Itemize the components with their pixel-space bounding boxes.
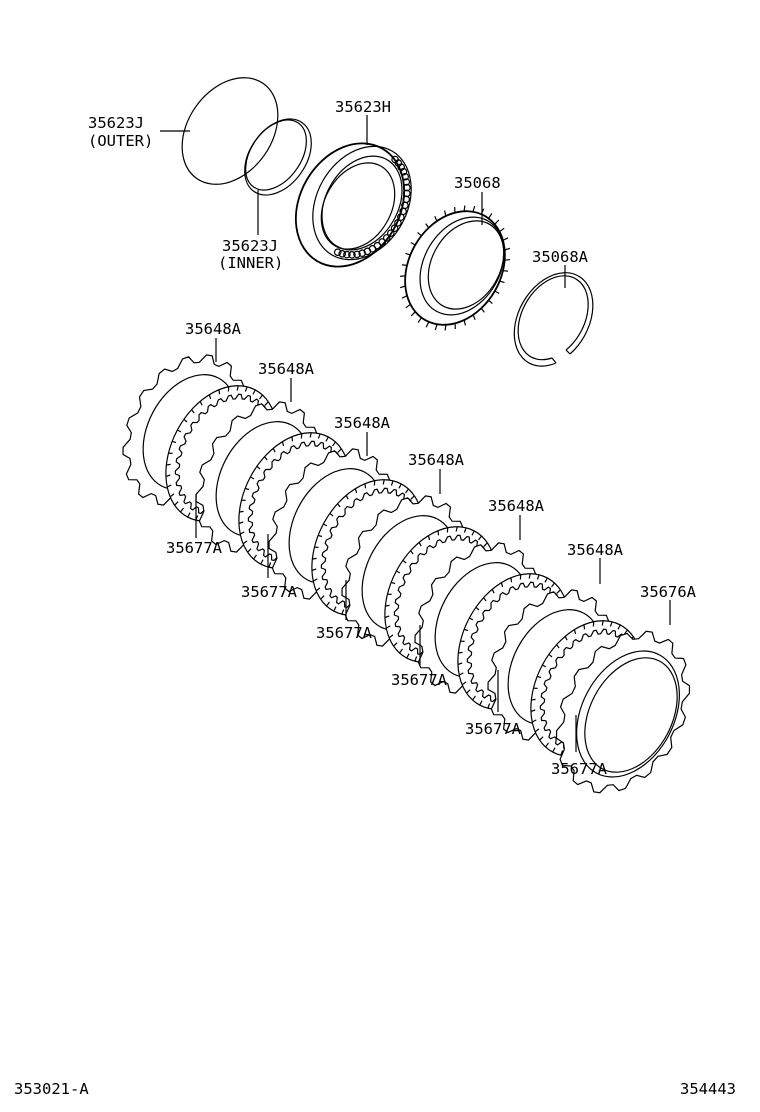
roller [396, 213, 405, 221]
label-plate-677-3: 35677A [316, 624, 373, 642]
roller [348, 251, 356, 259]
roller [343, 250, 351, 259]
label-plate-648-5: 35648A [488, 497, 545, 515]
label-inner-ring-code: 35623J [222, 237, 278, 255]
clutch-plate-stack [122, 354, 691, 794]
label-plate-648-6: 35648A [567, 541, 624, 559]
label-flange: 35676A [640, 583, 697, 601]
sprag [499, 227, 505, 233]
roller [386, 229, 395, 238]
label-outer-ring-note: (OUTER) [88, 132, 153, 150]
sprag [504, 259, 510, 261]
sprag [463, 319, 466, 326]
label-plate-677-2: 35677A [241, 583, 298, 601]
sprag [444, 210, 447, 217]
sprag [463, 205, 466, 212]
flange-plate [555, 630, 691, 794]
sprag [434, 215, 438, 222]
inner-ring [244, 118, 312, 196]
sprag [502, 237, 509, 241]
snap-ring [513, 272, 594, 367]
sprag [494, 290, 500, 295]
sprag [417, 317, 422, 323]
outer-ring [181, 77, 279, 185]
label-plate-648-4: 35648A [408, 451, 465, 469]
sprag [444, 324, 447, 331]
sprag [417, 231, 422, 237]
label-one-way-clutch: 35068 [454, 174, 501, 192]
roller [378, 238, 387, 246]
roller [353, 250, 361, 259]
label-snap-ring: 35068A [532, 248, 589, 266]
label-plate-677-5: 35677A [465, 720, 522, 738]
label-plate-677-6: 35677A [551, 760, 608, 778]
roller [399, 167, 408, 176]
sprag [434, 324, 438, 331]
sprag [399, 285, 406, 289]
clutch-hub [294, 142, 412, 268]
roller [402, 178, 411, 186]
label-inner-ring-note: (INNER) [218, 254, 283, 272]
sprag [410, 241, 416, 246]
footer-left-code: 353021-A [14, 1080, 89, 1098]
part-labels: 35623J (OUTER) 35623J (INNER) 35623H 350… [88, 98, 697, 778]
roller [397, 163, 406, 172]
roller [358, 249, 367, 258]
roller [333, 248, 342, 257]
roller [401, 172, 410, 181]
sprag [499, 280, 505, 284]
sprag [494, 219, 500, 225]
sprag [472, 205, 476, 212]
label-plate-648-2: 35648A [258, 360, 315, 378]
sprag [400, 275, 406, 277]
sprag [401, 295, 408, 299]
sprag [480, 307, 485, 313]
footer-right-code: 354443 [680, 1080, 736, 1098]
sprag [425, 321, 430, 328]
sprag [405, 303, 411, 309]
label-plate-677-4: 35677A [391, 671, 448, 689]
leader-lines [160, 115, 671, 752]
label-plate-648-3: 35648A [334, 414, 391, 432]
roller [338, 250, 347, 258]
label-plate-648-1: 35648A [185, 320, 242, 338]
one-way-clutch [399, 205, 511, 331]
sprag [410, 311, 416, 317]
sprag [472, 314, 476, 321]
roller [390, 224, 399, 233]
label-outer-ring-code: 35623J [88, 114, 144, 132]
roller [394, 219, 402, 227]
sprag [405, 252, 411, 256]
roller [382, 234, 391, 242]
sprag [504, 247, 511, 251]
label-plate-677-1: 35677A [166, 539, 223, 557]
sprag [425, 223, 430, 229]
label-clutch-hub: 35623H [335, 98, 391, 116]
sprag [488, 299, 493, 305]
sprag [488, 213, 493, 219]
